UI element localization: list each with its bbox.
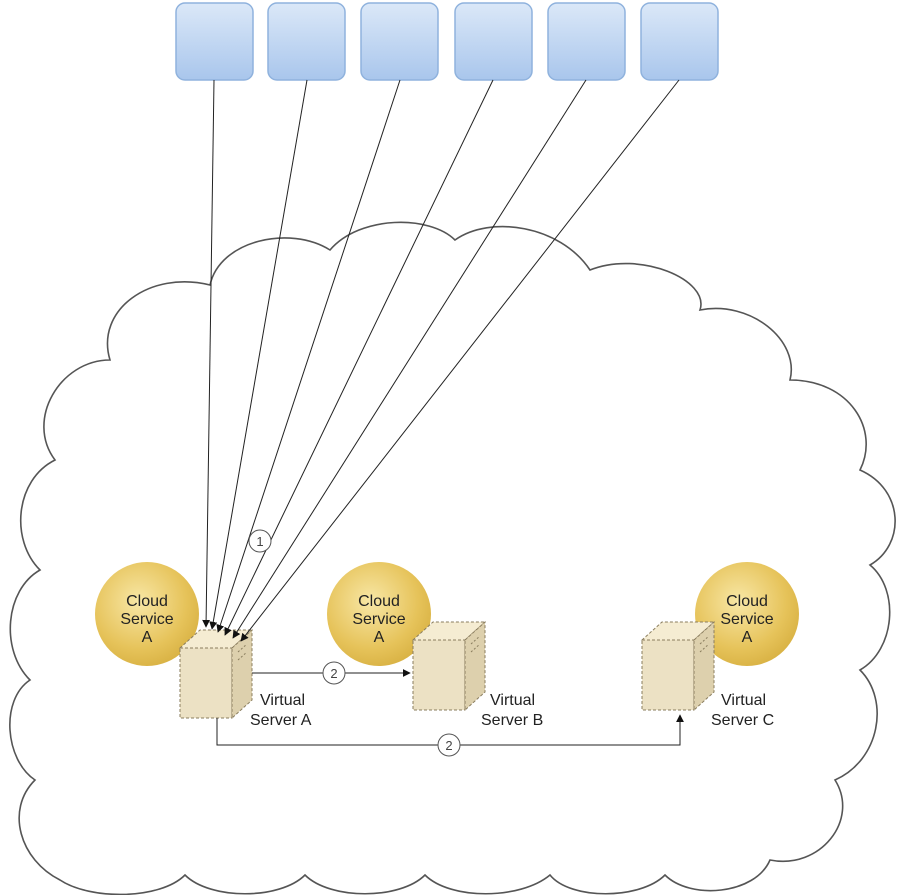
request-line-1: [202, 79, 215, 628]
cloud-service-a-1-label: Cloud Service A: [120, 593, 173, 646]
cloud-consumer-3: [360, 2, 439, 81]
virtual-server-b-icon: [411, 620, 487, 712]
cloud-consumer-5: [547, 2, 626, 81]
cloud-service-a-2: [327, 562, 431, 666]
svg-text:Service: Service: [120, 611, 173, 628]
cloud-service-a-1: [95, 562, 199, 666]
svg-text:A: A: [142, 629, 153, 646]
cloud-service-a-2-label: Cloud Service A: [352, 593, 405, 646]
step-2c-label: 2: [445, 738, 452, 753]
cloud-service-a-3: [695, 562, 799, 666]
virtual-server-a-label: Virtual Server A: [250, 692, 312, 729]
svg-text:Service: Service: [352, 611, 405, 628]
svg-text:Virtual: Virtual: [721, 692, 766, 709]
svg-text:Cloud: Cloud: [726, 593, 768, 610]
virtual-server-b-label: Virtual Server B: [481, 692, 543, 729]
svg-text:Cloud: Cloud: [358, 593, 400, 610]
svg-text:Virtual: Virtual: [490, 692, 535, 709]
svg-text:Cloud: Cloud: [126, 593, 168, 610]
request-line-5: [232, 79, 587, 639]
step-2b-label: 2: [330, 666, 337, 681]
svg-text:Server A: Server A: [250, 712, 312, 729]
svg-text:Virtual: Virtual: [260, 692, 305, 709]
step-marker-2-c: 2: [437, 733, 461, 757]
request-line-2: [209, 79, 308, 630]
request-line-3: [216, 79, 401, 633]
cloud-boundary: [9, 221, 896, 895]
svg-text:A: A: [374, 629, 385, 646]
svg-text:Server B: Server B: [481, 712, 543, 729]
step-1-label: 1: [256, 534, 263, 549]
virtual-server-c-label: Virtual Server C: [711, 692, 774, 729]
cloud-service-a-3-label: Cloud Service A: [720, 593, 773, 646]
request-line-6: [240, 79, 680, 642]
virtual-server-a-icon: [178, 628, 254, 720]
svg-text:Service: Service: [720, 611, 773, 628]
svg-text:A: A: [742, 629, 753, 646]
virtual-server-c-icon: [640, 620, 716, 712]
step-marker-1: 1: [248, 529, 272, 553]
cloud-consumer-6: [640, 2, 719, 81]
cloud-consumer-4: [454, 2, 533, 81]
cloud-consumer-2: [267, 2, 346, 81]
svg-text:Server C: Server C: [711, 712, 774, 729]
cloud-consumer-1: [175, 2, 254, 81]
step-marker-2-b: 2: [322, 661, 346, 685]
